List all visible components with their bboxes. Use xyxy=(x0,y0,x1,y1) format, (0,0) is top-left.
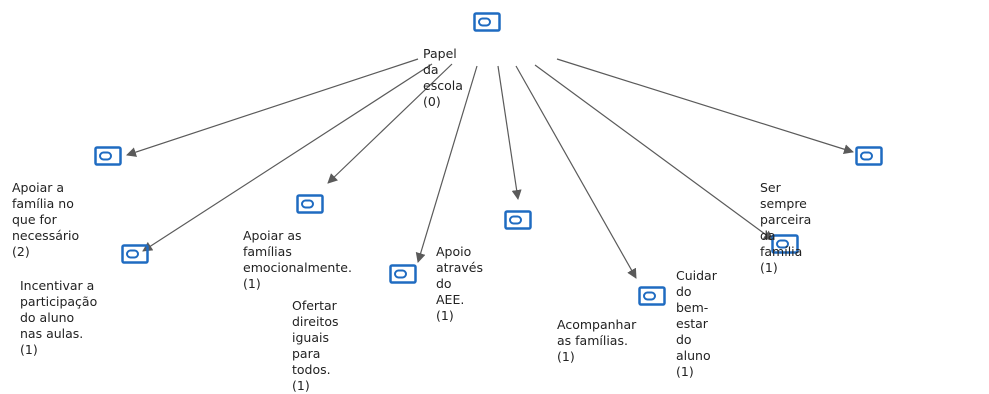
code-tag-icon xyxy=(473,12,501,32)
edge-arrow xyxy=(126,58,419,157)
edge-arrow xyxy=(556,58,854,155)
edge-layer xyxy=(126,58,854,279)
code-tag-icon xyxy=(855,146,883,166)
code-tag-icon xyxy=(121,244,149,264)
child-node-label: Apoio através do AEE. (1) xyxy=(436,244,483,323)
child-node-label: Cuidar do bem-estar do aluno (1) xyxy=(676,268,717,379)
root-node-label: Papel da escola (0) xyxy=(423,46,463,109)
code-tag-icon xyxy=(94,146,122,166)
child-node-label: Acompanhar as famílias. (1) xyxy=(557,317,637,364)
edge-arrow xyxy=(497,65,522,200)
code-tag-icon xyxy=(389,264,417,284)
edge-arrow xyxy=(415,65,478,263)
code-network-diagram: Papel da escola (0) Apoiar a família no … xyxy=(12,12,883,393)
code-tag-icon xyxy=(296,194,324,214)
code-tag-icon xyxy=(504,210,532,230)
code-tag-icon xyxy=(771,234,799,254)
edge-arrow xyxy=(515,65,637,279)
child-node-label: Incentivar a participação do aluno nas a… xyxy=(20,278,98,357)
edge-arrow xyxy=(142,63,433,252)
code-tag-icon xyxy=(638,286,666,306)
child-node-label: Apoiar as famílias emocionalmente. (1) xyxy=(243,228,352,291)
child-node-label: Ser sempre parceira da família (1) xyxy=(760,180,812,275)
child-node-label: Apoiar a família no que for necessário (… xyxy=(12,180,80,259)
edge-arrow xyxy=(534,64,774,241)
edge-arrow xyxy=(327,63,453,184)
child-node-label: Ofertar direitos iguais para todos. (1) xyxy=(292,298,339,393)
